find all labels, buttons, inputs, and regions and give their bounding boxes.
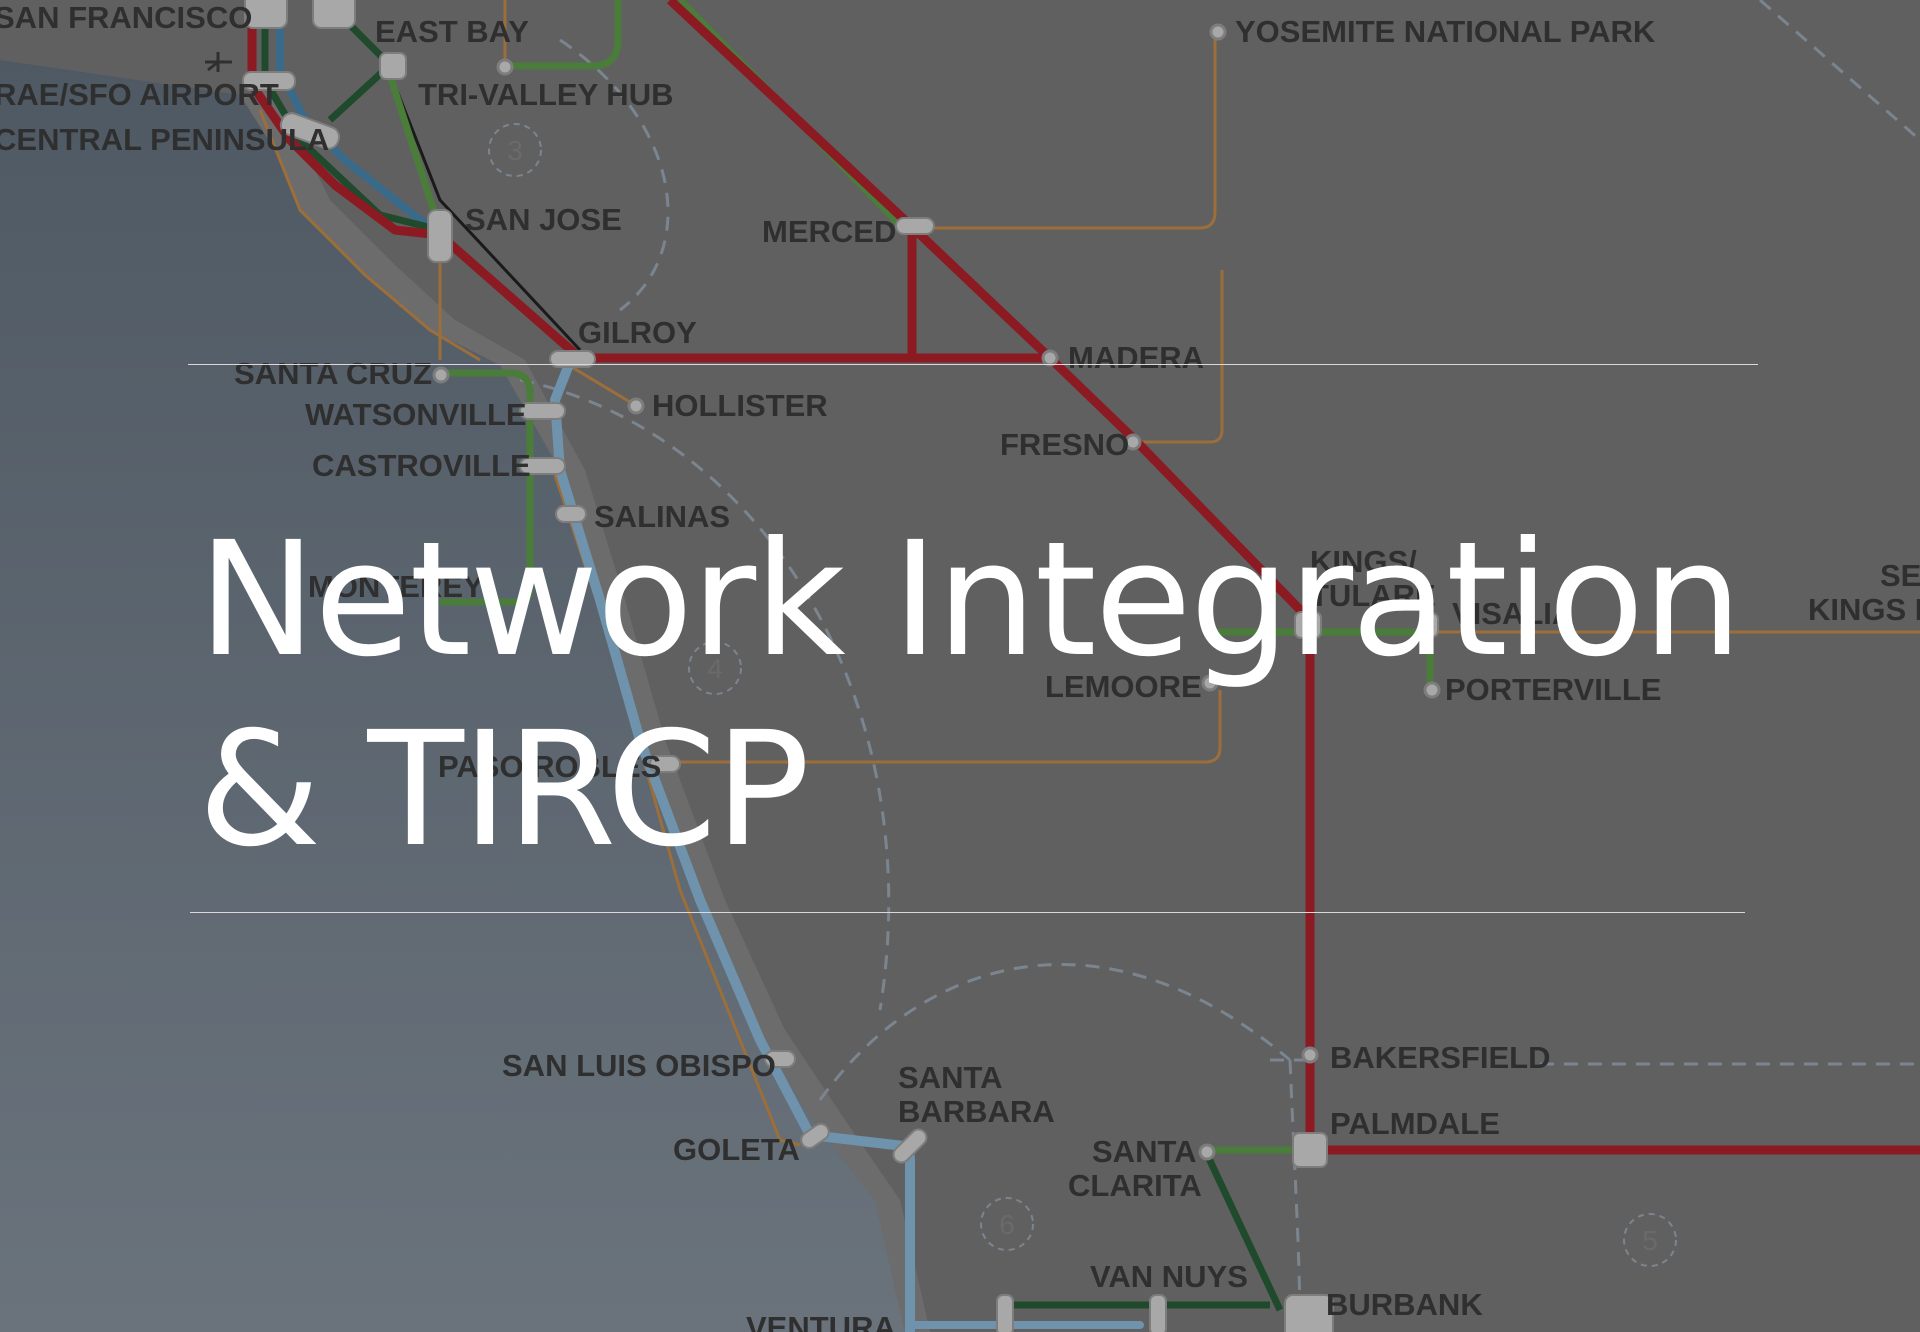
station-gilroy: GILROY: [578, 315, 697, 350]
station-santa-barbara-line2: BARBARA: [898, 1094, 1055, 1129]
station-sequoia-line1: SEQ: [1880, 558, 1920, 593]
station-van-nuys: VAN NUYS: [1090, 1259, 1248, 1294]
station-palmdale: PALMDALE: [1330, 1106, 1500, 1141]
station-markers: [242, 0, 1439, 1332]
slide-title-line-1: Network Integration: [198, 508, 1743, 692]
station-salinas: SALINAS: [594, 499, 730, 534]
pacific-ocean: [0, 60, 905, 1332]
station-sequoia-line2: KINGS N: [1808, 592, 1920, 627]
zone-6-label: 6: [999, 1209, 1015, 1240]
station-santa-cruz: SANTA CRUZ: [234, 356, 432, 391]
station-madera: MADERA: [1068, 340, 1204, 375]
station-tri-valley-hub: TRI-VALLEY HUB: [418, 77, 673, 112]
zone-markers: 3 4 6 5: [488, 123, 1677, 1267]
station-kings-tulare-line2: TULARE: [1310, 578, 1436, 613]
station-santa-clarita-line2: CLARITA: [1068, 1168, 1202, 1203]
station-bakersfield: BAKERSFIELD: [1330, 1040, 1550, 1075]
station-monterey: MONTEREY: [308, 569, 484, 604]
station-porterville: PORTERVILLE: [1445, 672, 1661, 707]
station-visalia: VISALIA: [1452, 596, 1574, 631]
station-burbank: BURBANK: [1326, 1287, 1483, 1322]
station-east-bay: EAST BAY: [375, 14, 529, 49]
station-kings-tulare-line1: KINGS/: [1310, 544, 1417, 579]
station-fresno: FRESNO: [1000, 427, 1129, 462]
title-top-divider: [188, 364, 1758, 365]
station-santa-clarita-line1: SANTA: [1092, 1134, 1196, 1169]
station-paso-robles: PASO ROBLES: [438, 749, 661, 784]
station-watsonville: WATSONVILLE: [305, 397, 527, 432]
station-santa-barbara-line1: SANTA: [898, 1060, 1002, 1095]
station-castroville: CASTROVILLE: [312, 448, 531, 483]
station-lemoore: LEMOORE: [1045, 669, 1202, 704]
station-goleta: GOLETA: [673, 1132, 800, 1167]
station-central-peninsula: CENTRAL PENINSULA: [0, 122, 329, 157]
title-bottom-divider: [190, 912, 1745, 913]
station-san-jose: SAN JOSE: [465, 202, 622, 237]
station-san-luis-obispo: SAN LUIS OBISPO: [502, 1048, 776, 1083]
station-hollister: HOLLISTER: [652, 388, 828, 423]
station-ventura: VENTURA: [746, 1310, 896, 1332]
zone-5-label: 5: [1642, 1225, 1658, 1256]
station-sfo-airport: RAE/SFO AIRPORT: [0, 77, 279, 112]
zone-4-label: 4: [707, 653, 723, 684]
station-yosemite: YOSEMITE NATIONAL PARK: [1235, 14, 1656, 49]
station-merced: MERCED: [762, 214, 896, 249]
slide-title-line-2: & TIRCP: [198, 698, 810, 882]
slide-title: Network Integration & TIRCP: [198, 505, 1758, 885]
airport-icon: [205, 52, 232, 72]
station-san-francisco: SAN FRANCISCO: [0, 0, 252, 35]
zone-3-label: 3: [507, 135, 523, 166]
station-dots: [432, 23, 1441, 1161]
